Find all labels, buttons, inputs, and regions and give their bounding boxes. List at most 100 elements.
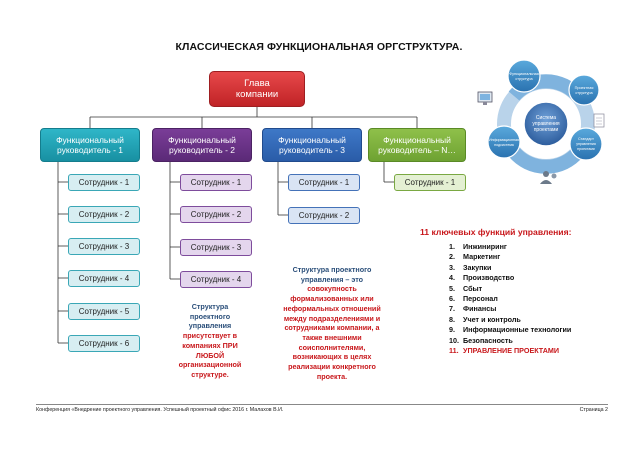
manager-1-line2: руководитель - 1 [56, 145, 123, 155]
employee-box: Сотрудник - 1 [68, 174, 140, 191]
note-left-red-2: компаниях ПРИ [182, 340, 238, 350]
function-item: 9. Информационные технологии [449, 325, 571, 335]
note-center-red-1: совокупность [307, 284, 357, 294]
satellite-4-line3: проектами [577, 147, 595, 151]
function-number: 8. [449, 314, 455, 324]
page-footer: Конференция «Внедрение проектного управл… [36, 407, 608, 413]
function-number: 6. [449, 293, 455, 303]
manager-n-line2: руководитель – N… [378, 145, 456, 155]
function-number: 3. [449, 262, 455, 272]
function-item: 3. Закупки [449, 263, 571, 273]
satellite-project-structure: Проектная структура [568, 74, 600, 106]
note-left-red-4: организационной [178, 360, 242, 370]
people-icon [540, 171, 557, 184]
satellite-1-line2: структура [515, 77, 533, 81]
note-center-red-3: неформальных отношений [283, 303, 381, 313]
employee-box: Сотрудник - 4 [68, 270, 140, 287]
employee-box: Сотрудник - 5 [68, 303, 140, 320]
employee-box: Сотрудник - 6 [68, 335, 140, 352]
function-label: Маркетинг [463, 252, 501, 262]
employee-box: Сотрудник - 2 [288, 207, 360, 224]
note-left-dark-2: проектного [189, 311, 231, 321]
function-item: 1. Инжиниринг [449, 242, 571, 252]
note-center-red-4: между подразделениями и [283, 313, 381, 323]
employee-box: Сотрудник - 3 [68, 238, 140, 255]
function-label: Персонал [463, 293, 498, 303]
note-left: Структура проектного управления присутст… [166, 302, 254, 380]
employee-box: Сотрудник - 2 [68, 206, 140, 223]
center-line1: Система [536, 115, 556, 121]
employee-box: Сотрудник - 1 [288, 174, 360, 191]
function-number: 5. [449, 283, 455, 293]
satellite-4-line2: управления [576, 142, 596, 146]
monitor-icon [477, 91, 493, 105]
function-number: 11. [449, 345, 459, 355]
manager-3-line1: Функциональный [278, 134, 346, 145]
satellite-3-line1: Информационная [489, 138, 519, 142]
function-label: Инжиниринг [463, 242, 507, 251]
function-item: 5. Сбыт [449, 284, 571, 294]
footer-divider [36, 404, 608, 405]
manager-1-line1: Функциональный [56, 134, 124, 145]
manager-n-line1: Функциональный [383, 134, 451, 145]
functions-title: 11 ключевых функций управления: [420, 227, 572, 237]
satellite-4-line1: Стандарт [578, 137, 594, 141]
project-management-cycle-graphic: Система управления проектами Функциональ… [477, 59, 605, 184]
note-center-red-9: реализации конкретного [288, 362, 376, 372]
manager-2-line2: руководитель - 2 [168, 145, 235, 155]
satellite-information-subsystem: Информационная подсистема [487, 125, 521, 159]
manager-2-line1: Функциональный [168, 134, 236, 145]
function-number: 4. [449, 273, 455, 283]
document-icon [593, 113, 605, 128]
function-number: 9. [449, 325, 455, 335]
function-label: Информационные технологии [463, 325, 572, 335]
function-label: Закупки [463, 262, 492, 272]
ceo-line1: Глава [244, 77, 270, 89]
function-item: 10. Безопасность [449, 336, 571, 346]
function-label: Производство [463, 273, 515, 283]
manager-3-line2: руководитель - 3 [278, 145, 345, 155]
note-center: Структура проектного управления – это со… [268, 265, 396, 382]
center-line2: управления [532, 121, 560, 127]
satellite-1-line1: Функциональная [509, 72, 539, 76]
function-number: 7. [449, 304, 455, 314]
function-item: 7.Финансы [449, 304, 571, 314]
employee-box: Сотрудник - 1 [180, 174, 252, 191]
function-item: 4. Производство [449, 273, 571, 283]
note-left-red-5: структуре. [191, 370, 229, 380]
function-label: УПРАВЛЕНИЕ ПРОЕКТАМИ [463, 345, 560, 355]
function-label: Сбыт [463, 283, 483, 293]
center-line3: проектами [534, 127, 559, 133]
function-item: 11. УПРАВЛЕНИЕ ПРОЕКТАМИ [449, 346, 571, 356]
satellite-functional-structure: Функциональная структура [507, 59, 541, 93]
employee-box: Сотрудник - 1 [394, 174, 466, 191]
satellite-3-line2: подсистема [494, 143, 514, 147]
note-left-red-3: ЛЮБОЙ [195, 350, 225, 360]
ceo-line2: компании [235, 89, 279, 100]
note-center-red-7: соисполнителями, [298, 342, 366, 352]
note-center-red-5: сотрудниками компании, а [284, 323, 380, 333]
function-number: 10. [449, 335, 459, 345]
note-left-dark-3: управления [188, 321, 232, 331]
employee-box: Сотрудник - 3 [180, 239, 252, 256]
functions-list: 1. Инжиниринг 2. Маркетинг 3. Закупки 4. Про… [449, 242, 571, 356]
note-center-red-10: проекта. [316, 371, 348, 381]
note-center-red-2: формализованных или [290, 294, 374, 304]
note-center-red-8: возникающих в целях [292, 352, 372, 362]
function-item: 8.Учет и контроль [449, 315, 571, 325]
note-center-red-6: также внешними [302, 333, 362, 343]
note-center-dark-1: Структура проектного [292, 265, 372, 274]
function-number: 2. [449, 252, 455, 262]
function-number: 1. [449, 242, 455, 251]
satellite-2-line2: структура [575, 91, 593, 95]
footer-left: Конференция «Внедрение проектного управл… [36, 407, 284, 413]
function-label: Безопасность [463, 335, 513, 345]
center-circle [523, 101, 569, 147]
note-center-dark-2: управления – это [300, 274, 364, 284]
